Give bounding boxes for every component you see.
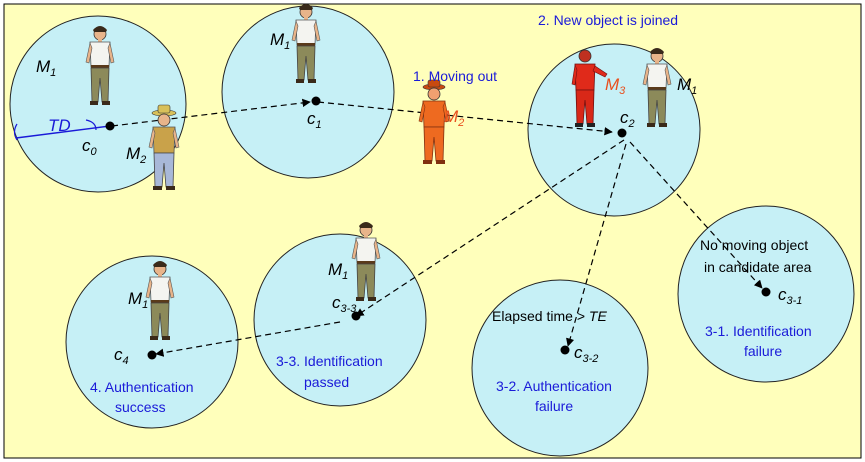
label-c1: c1 <box>307 109 322 131</box>
label-c2: c2 <box>620 108 635 130</box>
caption-moving-out: 1. Moving out <box>413 68 497 84</box>
label-m1-c2: M1 <box>677 75 697 97</box>
label-c31: c3-1 <box>778 285 802 307</box>
label-td: TD <box>48 116 71 135</box>
point-c2 <box>617 128 627 138</box>
label-m1-c4: M1 <box>128 289 148 311</box>
point-c1 <box>311 96 321 106</box>
caption-c32-line2: failure <box>535 398 573 414</box>
caption-c32-line1: 3-2. Authentication <box>496 378 612 394</box>
label-m1-c1: M1 <box>270 30 290 52</box>
note-candidate-area: in candidate area <box>704 259 812 275</box>
label-c0: c0 <box>82 136 98 158</box>
caption-c31-line2: failure <box>744 343 782 359</box>
td-radius-line <box>15 125 111 139</box>
region-c33 <box>253 233 427 407</box>
label-c4: c4 <box>114 345 129 367</box>
caption-new-object-joined: 2. New object is joined <box>538 12 678 28</box>
caption-c33-line1: 3-3. Identification <box>276 353 383 369</box>
label-m3-c2: M3 <box>605 75 626 97</box>
note-no-moving-object: No moving object <box>700 237 808 253</box>
arrow-c33-c4 <box>155 321 341 357</box>
arrow-c2-c33 <box>355 139 625 317</box>
td-radius-arc <box>13 123 18 141</box>
point-c4 <box>147 350 157 360</box>
label-c32: c3-2 <box>574 343 598 365</box>
point-c0 <box>105 121 115 131</box>
label-m1-c0: M1 <box>36 57 56 79</box>
label-m2-c0: M2 <box>126 144 146 166</box>
label-c33: c3-3 <box>332 293 357 315</box>
label-m2-moving: M2 <box>444 107 464 129</box>
region-c32 <box>471 279 649 457</box>
point-c31 <box>761 287 771 297</box>
point-c32 <box>560 345 570 355</box>
note-elapsed-time: Elapsed time > TE <box>492 308 607 324</box>
caption-c31-line1: 3-1. Identification <box>705 323 812 339</box>
point-c33 <box>351 311 361 321</box>
region-c4 <box>65 255 239 429</box>
arrow-c0-c1 <box>111 98 311 127</box>
arrow-c2-c31 <box>629 141 763 289</box>
caption-c4-line1: 4. Authentication <box>90 379 194 395</box>
caption-c4-line2: success <box>115 399 166 415</box>
caption-c33-line2: passed <box>304 374 349 390</box>
td-radius-arc-right <box>85 119 97 131</box>
label-m1-c33: M1 <box>328 260 348 282</box>
arrow-c2-c32 <box>566 143 627 347</box>
